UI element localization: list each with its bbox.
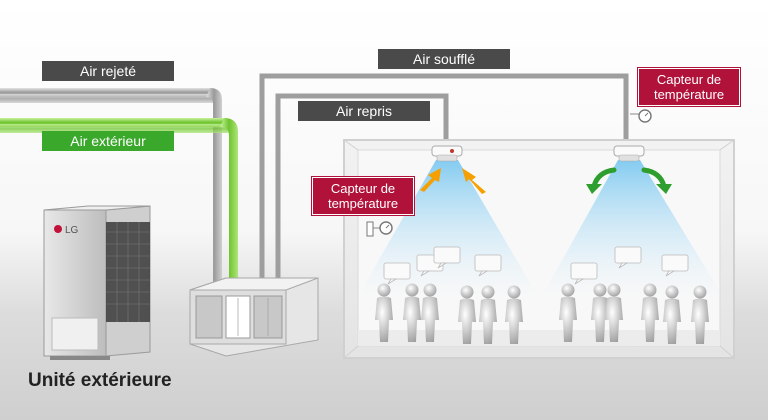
outdoor-air-pipe bbox=[0, 118, 238, 292]
outdoor-unit-caption: Unité extérieure bbox=[28, 370, 172, 391]
thermometer-sensor-icon bbox=[630, 109, 652, 123]
air-handling-unit bbox=[189, 277, 319, 357]
ceiling-cassette-icon bbox=[431, 145, 463, 162]
return-air-duct bbox=[275, 93, 449, 285]
temperature-sensor-label-left: Capteur de température bbox=[312, 177, 414, 215]
air-rejete-label: Air rejeté bbox=[42, 61, 174, 81]
temperature-sensor-label-right: Capteur de température bbox=[638, 68, 740, 106]
thermometer-sensor-icon bbox=[366, 221, 393, 237]
svg-text:LG: LG bbox=[65, 225, 79, 236]
air-repris-label: Air repris bbox=[298, 101, 430, 121]
air-souffle-label: Air soufflé bbox=[378, 49, 510, 69]
lg-logo-icon bbox=[54, 225, 62, 233]
ceiling-cassette-icon bbox=[613, 145, 645, 162]
swing-arrows bbox=[591, 167, 667, 189]
supply-air-duct bbox=[259, 73, 629, 285]
air-exterieur-label: Air extérieur bbox=[42, 131, 174, 151]
outdoor-unit: LG bbox=[43, 205, 151, 360]
exhaust-air-pipe bbox=[0, 88, 222, 290]
return-air-arrows bbox=[420, 168, 486, 194]
